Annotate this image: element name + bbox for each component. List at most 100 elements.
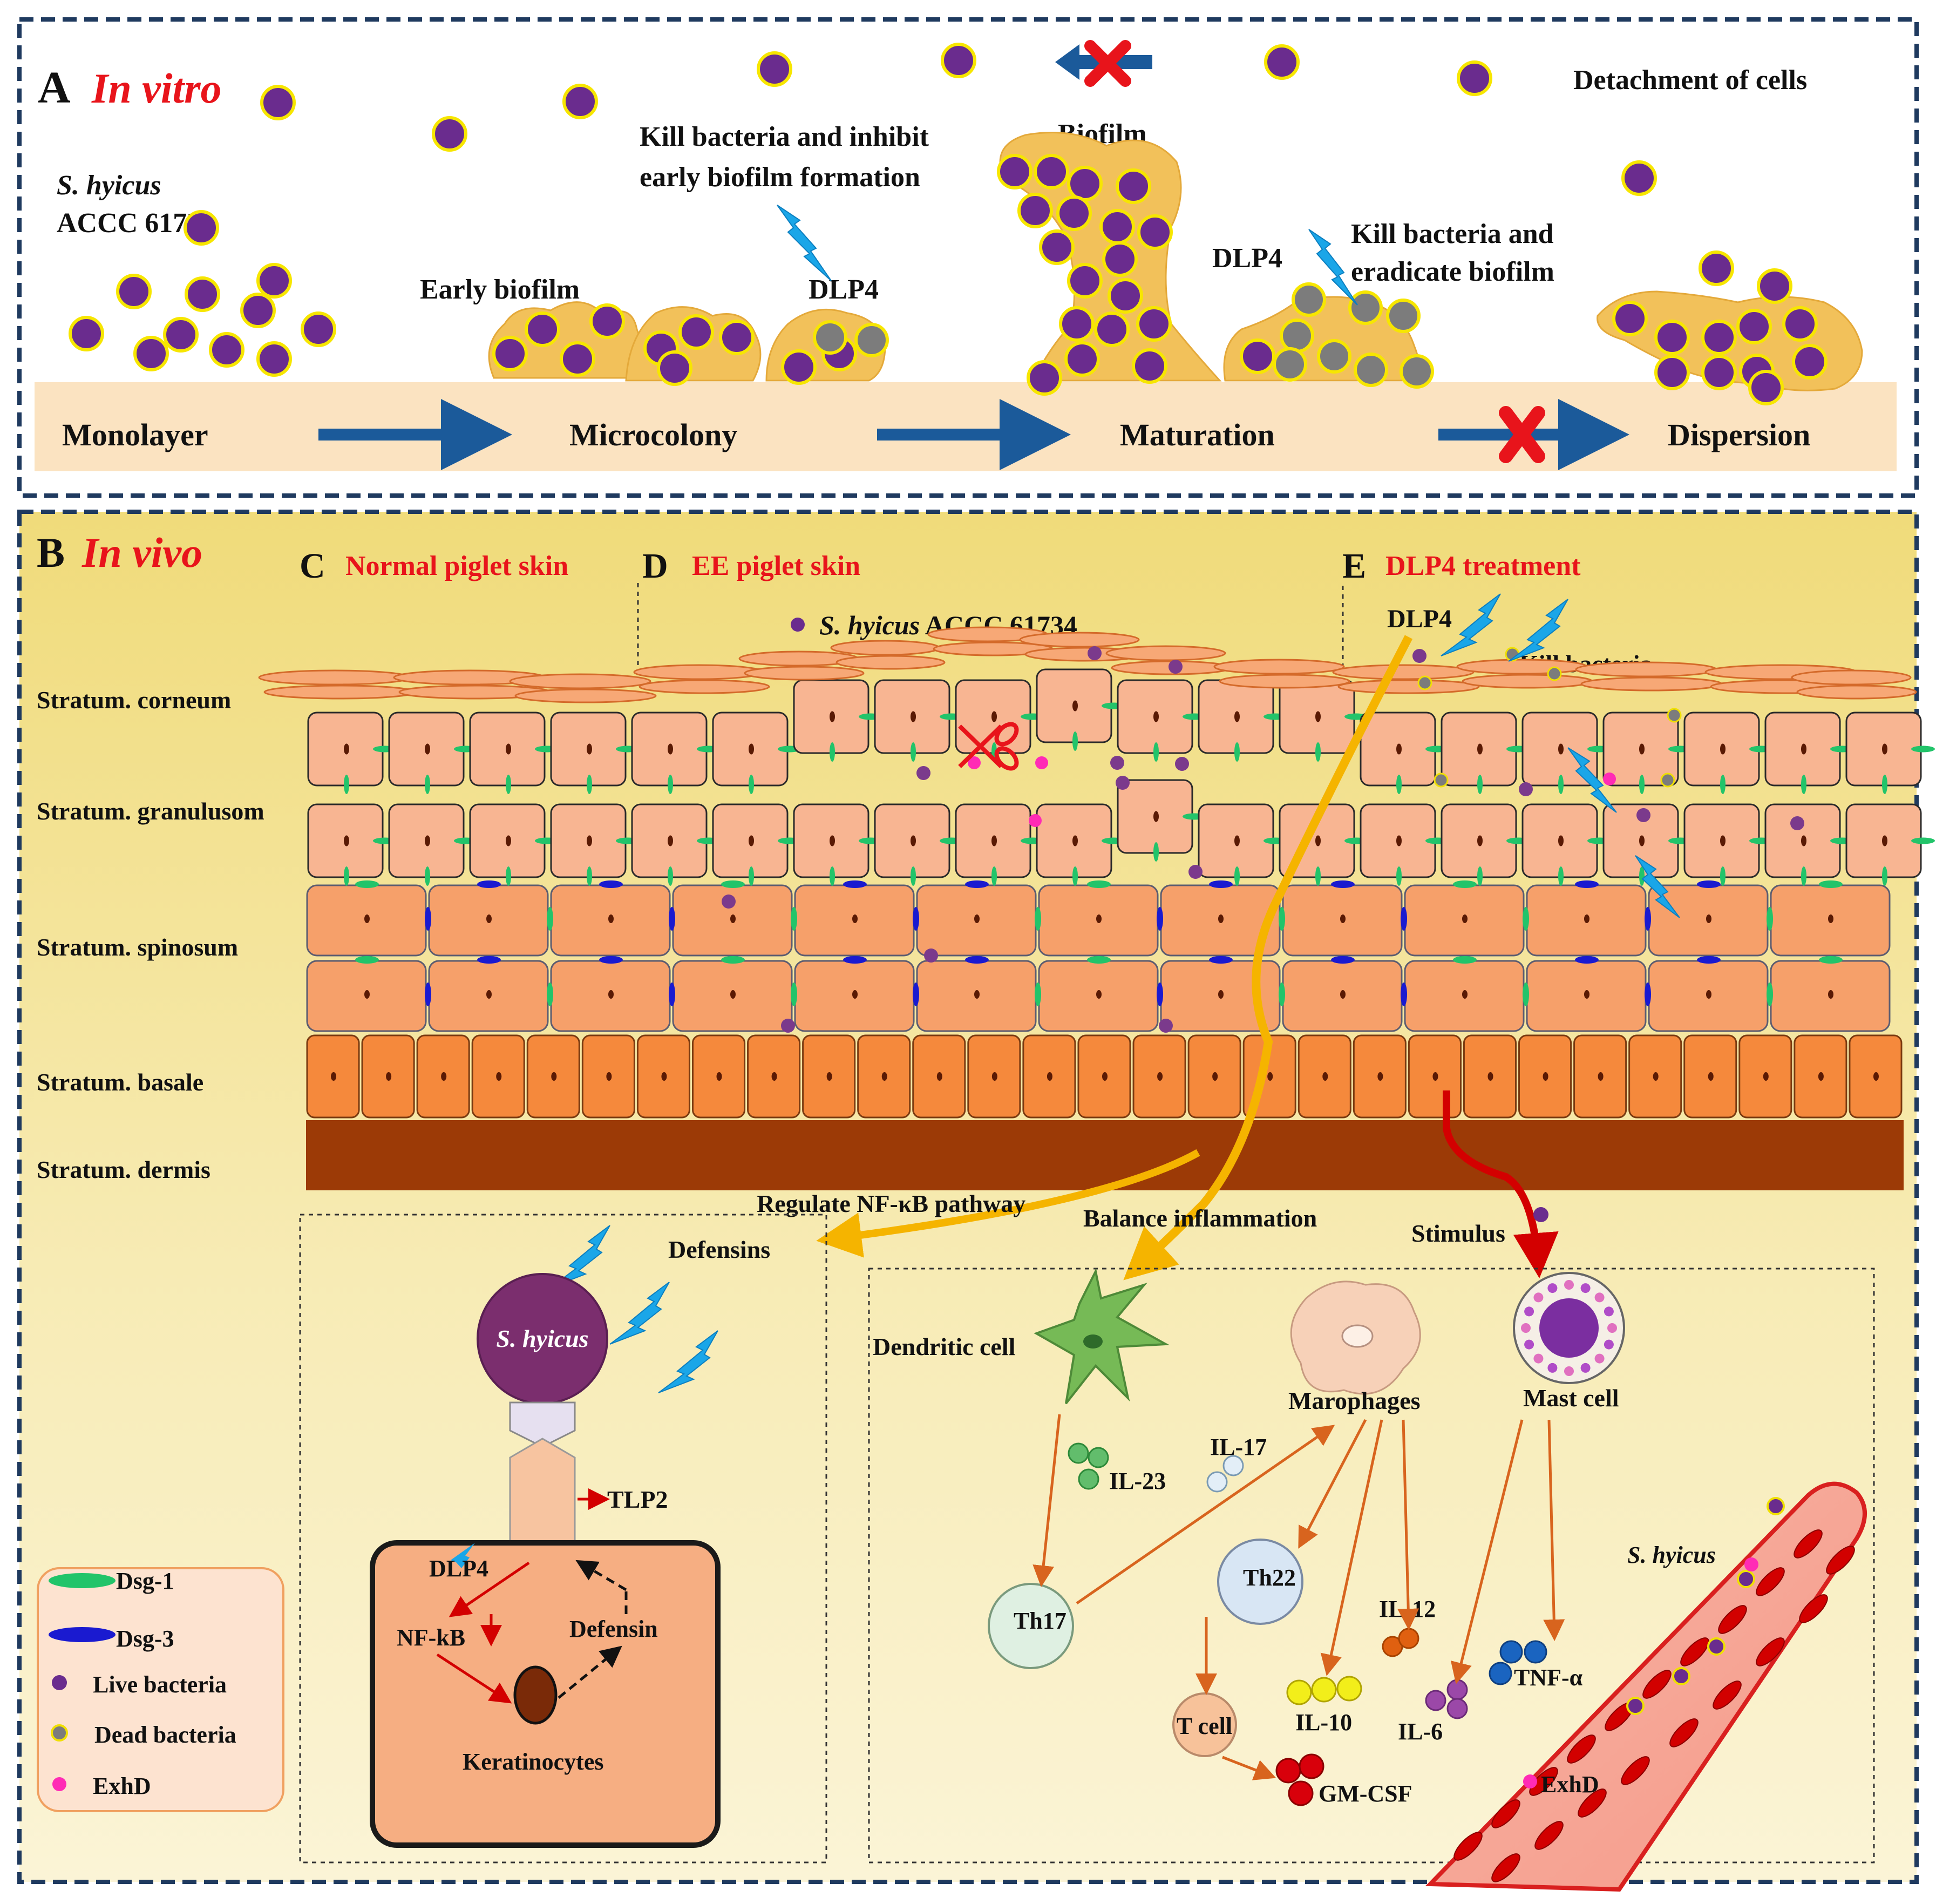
- dsg1-marker: [587, 775, 592, 794]
- basale-nucleus: [606, 1072, 612, 1081]
- dsg1-marker: [668, 866, 673, 886]
- dsg3-marker: [913, 907, 919, 931]
- dsg3-marker: [843, 880, 867, 888]
- corneum-flake: [1219, 674, 1350, 689]
- live-bacterium: [1067, 263, 1103, 299]
- dendritic-nucleus: [1083, 1334, 1103, 1349]
- basale-nucleus: [1047, 1072, 1052, 1081]
- defensin-arrows: [558, 1560, 628, 1699]
- legend-exhd-swatch: [52, 1777, 66, 1791]
- dsg1-marker: [1720, 866, 1726, 886]
- dsg1-marker: [1477, 866, 1483, 886]
- il23-dot: [1088, 1447, 1109, 1468]
- granular-nucleus: [830, 835, 835, 846]
- strain-dot: [791, 618, 805, 632]
- dsg3-marker: [425, 907, 431, 931]
- stimulus-label: Stimulus: [1411, 1219, 1505, 1247]
- dsg1-marker: [1720, 775, 1726, 794]
- mast-granule: [1604, 1306, 1614, 1317]
- granular-nucleus: [668, 835, 673, 846]
- spinosum-nucleus: [486, 990, 492, 999]
- th22-label: Th22: [1243, 1564, 1296, 1591]
- dsg1-marker: [1523, 907, 1529, 931]
- nfkb-label: NF-kB: [397, 1624, 465, 1651]
- vessel-bacterium: [1767, 1497, 1785, 1515]
- legend-dsg1: Dsg-1: [116, 1568, 174, 1594]
- dsg1-marker: [547, 983, 553, 1006]
- panel-a-letter: A: [38, 63, 71, 113]
- dsg1-marker: [830, 742, 835, 762]
- dsg1-marker: [1035, 983, 1041, 1006]
- live-bacterium: [1137, 214, 1173, 250]
- exhd-toxin: [968, 756, 981, 769]
- gmcsf-dot: [1288, 1780, 1314, 1806]
- dead-bacterium: [1386, 299, 1421, 333]
- granular-nucleus: [1396, 743, 1402, 755]
- granular-nucleus: [1153, 811, 1159, 822]
- basale-nucleus: [386, 1072, 392, 1081]
- live-bacterium: [1701, 320, 1737, 355]
- mast-granule: [1547, 1363, 1558, 1373]
- granular-nucleus: [668, 743, 673, 755]
- basale-nucleus: [716, 1072, 722, 1081]
- blocked-detachment-arrow: [1055, 40, 1152, 87]
- dsg1-marker: [1639, 775, 1645, 794]
- live-bacterium: [163, 317, 199, 353]
- dsg1-marker: [668, 775, 673, 794]
- corneum-flake: [1332, 664, 1475, 680]
- exhd-toxin: [1029, 814, 1042, 827]
- mast-granule: [1564, 1280, 1574, 1290]
- live-bacterium: [1108, 278, 1143, 314]
- granular-nucleus: [830, 711, 835, 722]
- red-blood-cell: [1669, 1718, 1699, 1747]
- panel-b-letter: B: [37, 529, 65, 576]
- basale-nucleus: [331, 1072, 337, 1081]
- vessel-exhd: [1744, 1557, 1758, 1571]
- nucleus: [513, 1665, 558, 1725]
- dead-bacterium: [1273, 347, 1307, 382]
- dsg1-marker: [749, 775, 754, 794]
- basale-nucleus: [1598, 1072, 1604, 1081]
- keratinocyte-box: Defensins S. hyicus TLP2 DLP4 NF-kB Defe…: [299, 1214, 827, 1864]
- basale-nucleus: [936, 1072, 942, 1081]
- mast-granules: [1521, 1280, 1617, 1376]
- mast-granule: [1524, 1306, 1534, 1317]
- panel-a: A In vitro S. hyicus ACCC 61734 Detachme…: [17, 17, 1919, 498]
- mast-granule: [1521, 1323, 1531, 1333]
- tnf-dot: [1489, 1662, 1512, 1685]
- corneum-flake: [1337, 679, 1480, 694]
- panel-c-letter: C: [300, 546, 325, 586]
- spinosum-nucleus: [1828, 990, 1833, 999]
- basale-nucleus: [496, 1072, 502, 1081]
- live-bacterium: [781, 349, 817, 385]
- granular-nucleus: [344, 743, 349, 755]
- red-blood-cell: [1718, 1605, 1747, 1634]
- corneum-flake: [1213, 659, 1345, 675]
- mast-granule: [1580, 1283, 1591, 1293]
- mast-granule: [1580, 1363, 1591, 1373]
- red-blood-cell: [1756, 1637, 1785, 1666]
- il23-dot: [1078, 1468, 1099, 1490]
- legend-dead-swatch: [51, 1724, 68, 1742]
- granular-nucleus: [1315, 835, 1321, 846]
- dead-skin-bacterium: [1547, 666, 1562, 681]
- live-bacterium: [1116, 168, 1151, 204]
- vessel-exhd-label: ExhD: [1541, 1771, 1599, 1798]
- skin-bacterium: [1636, 808, 1650, 822]
- basale-nucleus: [1377, 1072, 1383, 1081]
- spinosum-nucleus: [1828, 914, 1833, 923]
- il17-label: IL-17: [1210, 1434, 1267, 1460]
- mast-granule: [1524, 1339, 1534, 1350]
- dsg1-marker: [547, 907, 553, 931]
- exhd-toxin: [1603, 773, 1616, 785]
- kill-eradicate-line2: eradicate biofilm: [1351, 256, 1554, 287]
- dsg1-marker: [1523, 983, 1529, 1006]
- granular-nucleus: [1396, 835, 1402, 846]
- mast-granule: [1533, 1292, 1544, 1303]
- legend-exhd: ExhD: [93, 1773, 151, 1799]
- dead-bacterium: [1280, 319, 1314, 353]
- dsg1-marker: [1315, 866, 1321, 886]
- granular-nucleus: [1072, 835, 1078, 846]
- mast-granule: [1564, 1366, 1574, 1376]
- basale-nucleus: [1763, 1072, 1769, 1081]
